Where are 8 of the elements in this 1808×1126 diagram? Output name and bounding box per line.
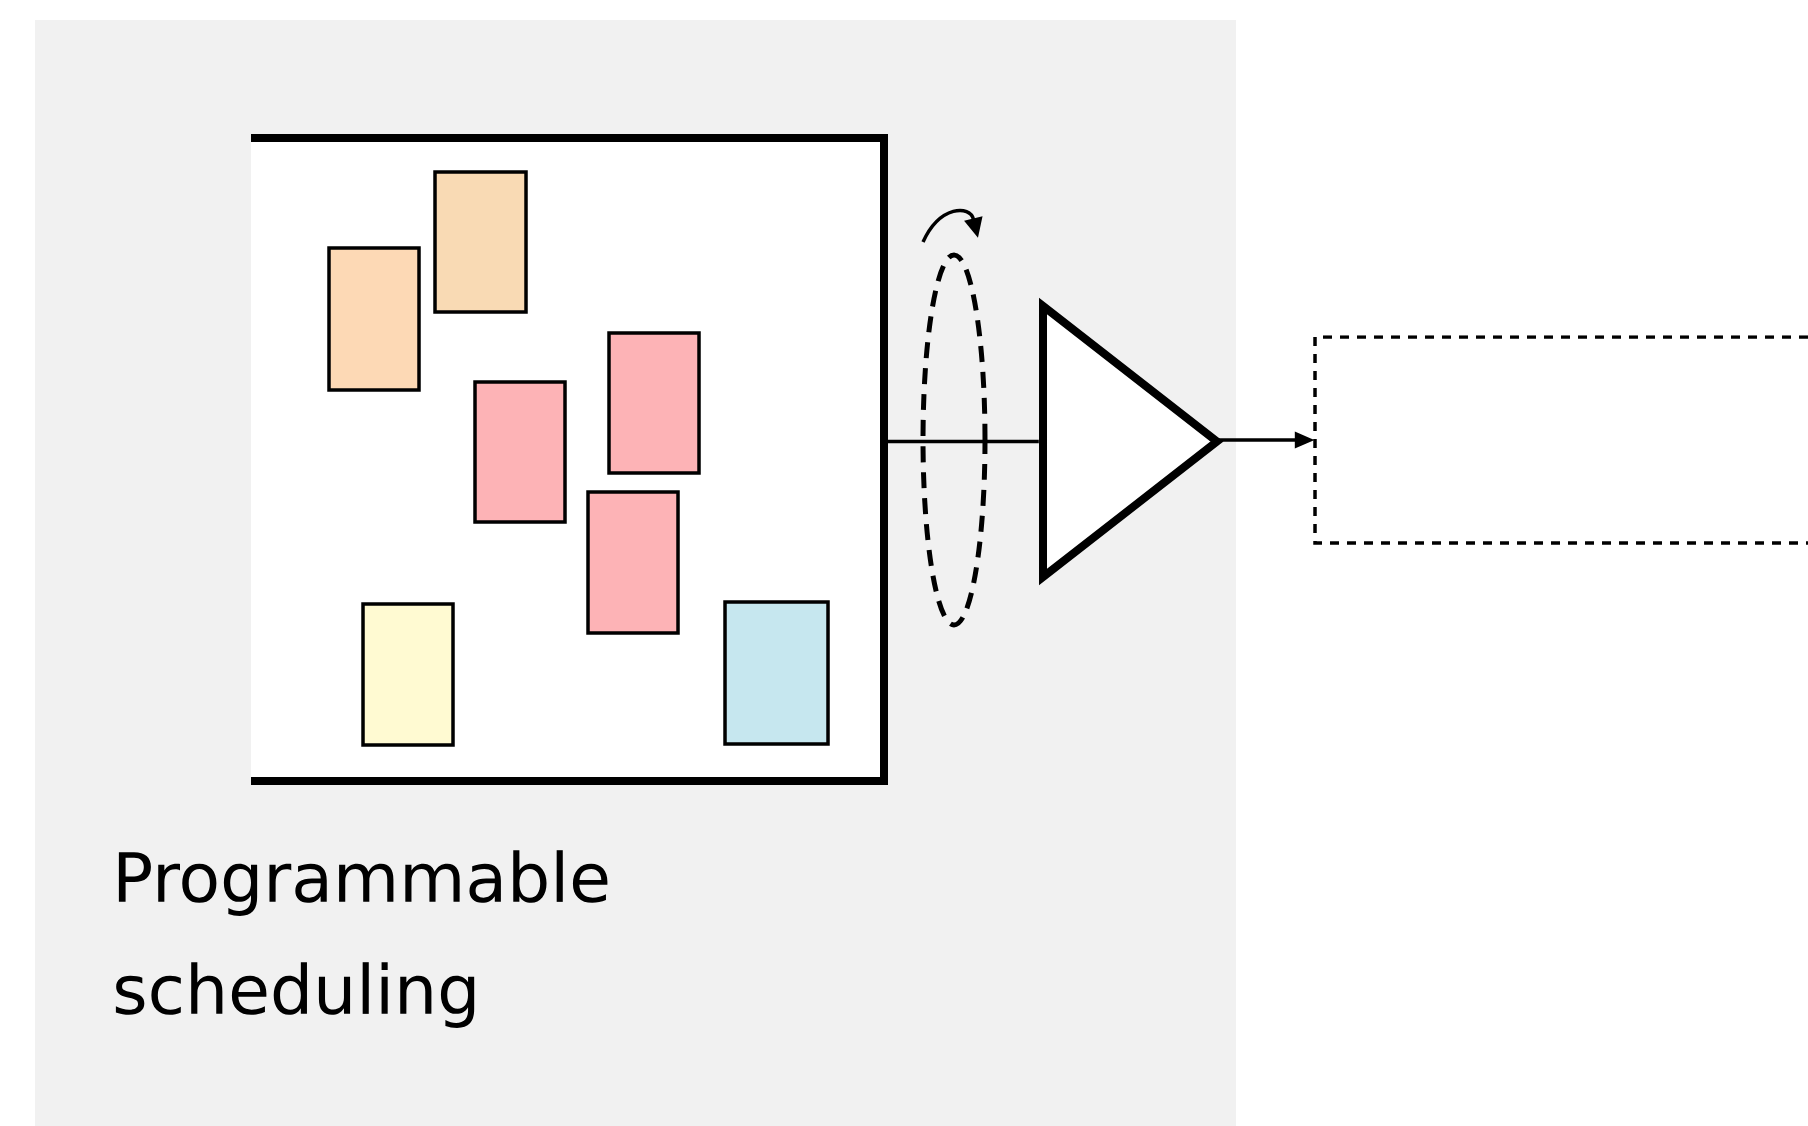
packet-box xyxy=(586,490,680,635)
packet-box xyxy=(433,170,528,314)
packet-box xyxy=(361,602,455,747)
packet-box xyxy=(327,246,421,392)
dashed-box xyxy=(1313,335,1808,545)
packet-box xyxy=(607,331,701,475)
packet-box xyxy=(473,380,567,524)
packet-box xyxy=(723,600,830,746)
